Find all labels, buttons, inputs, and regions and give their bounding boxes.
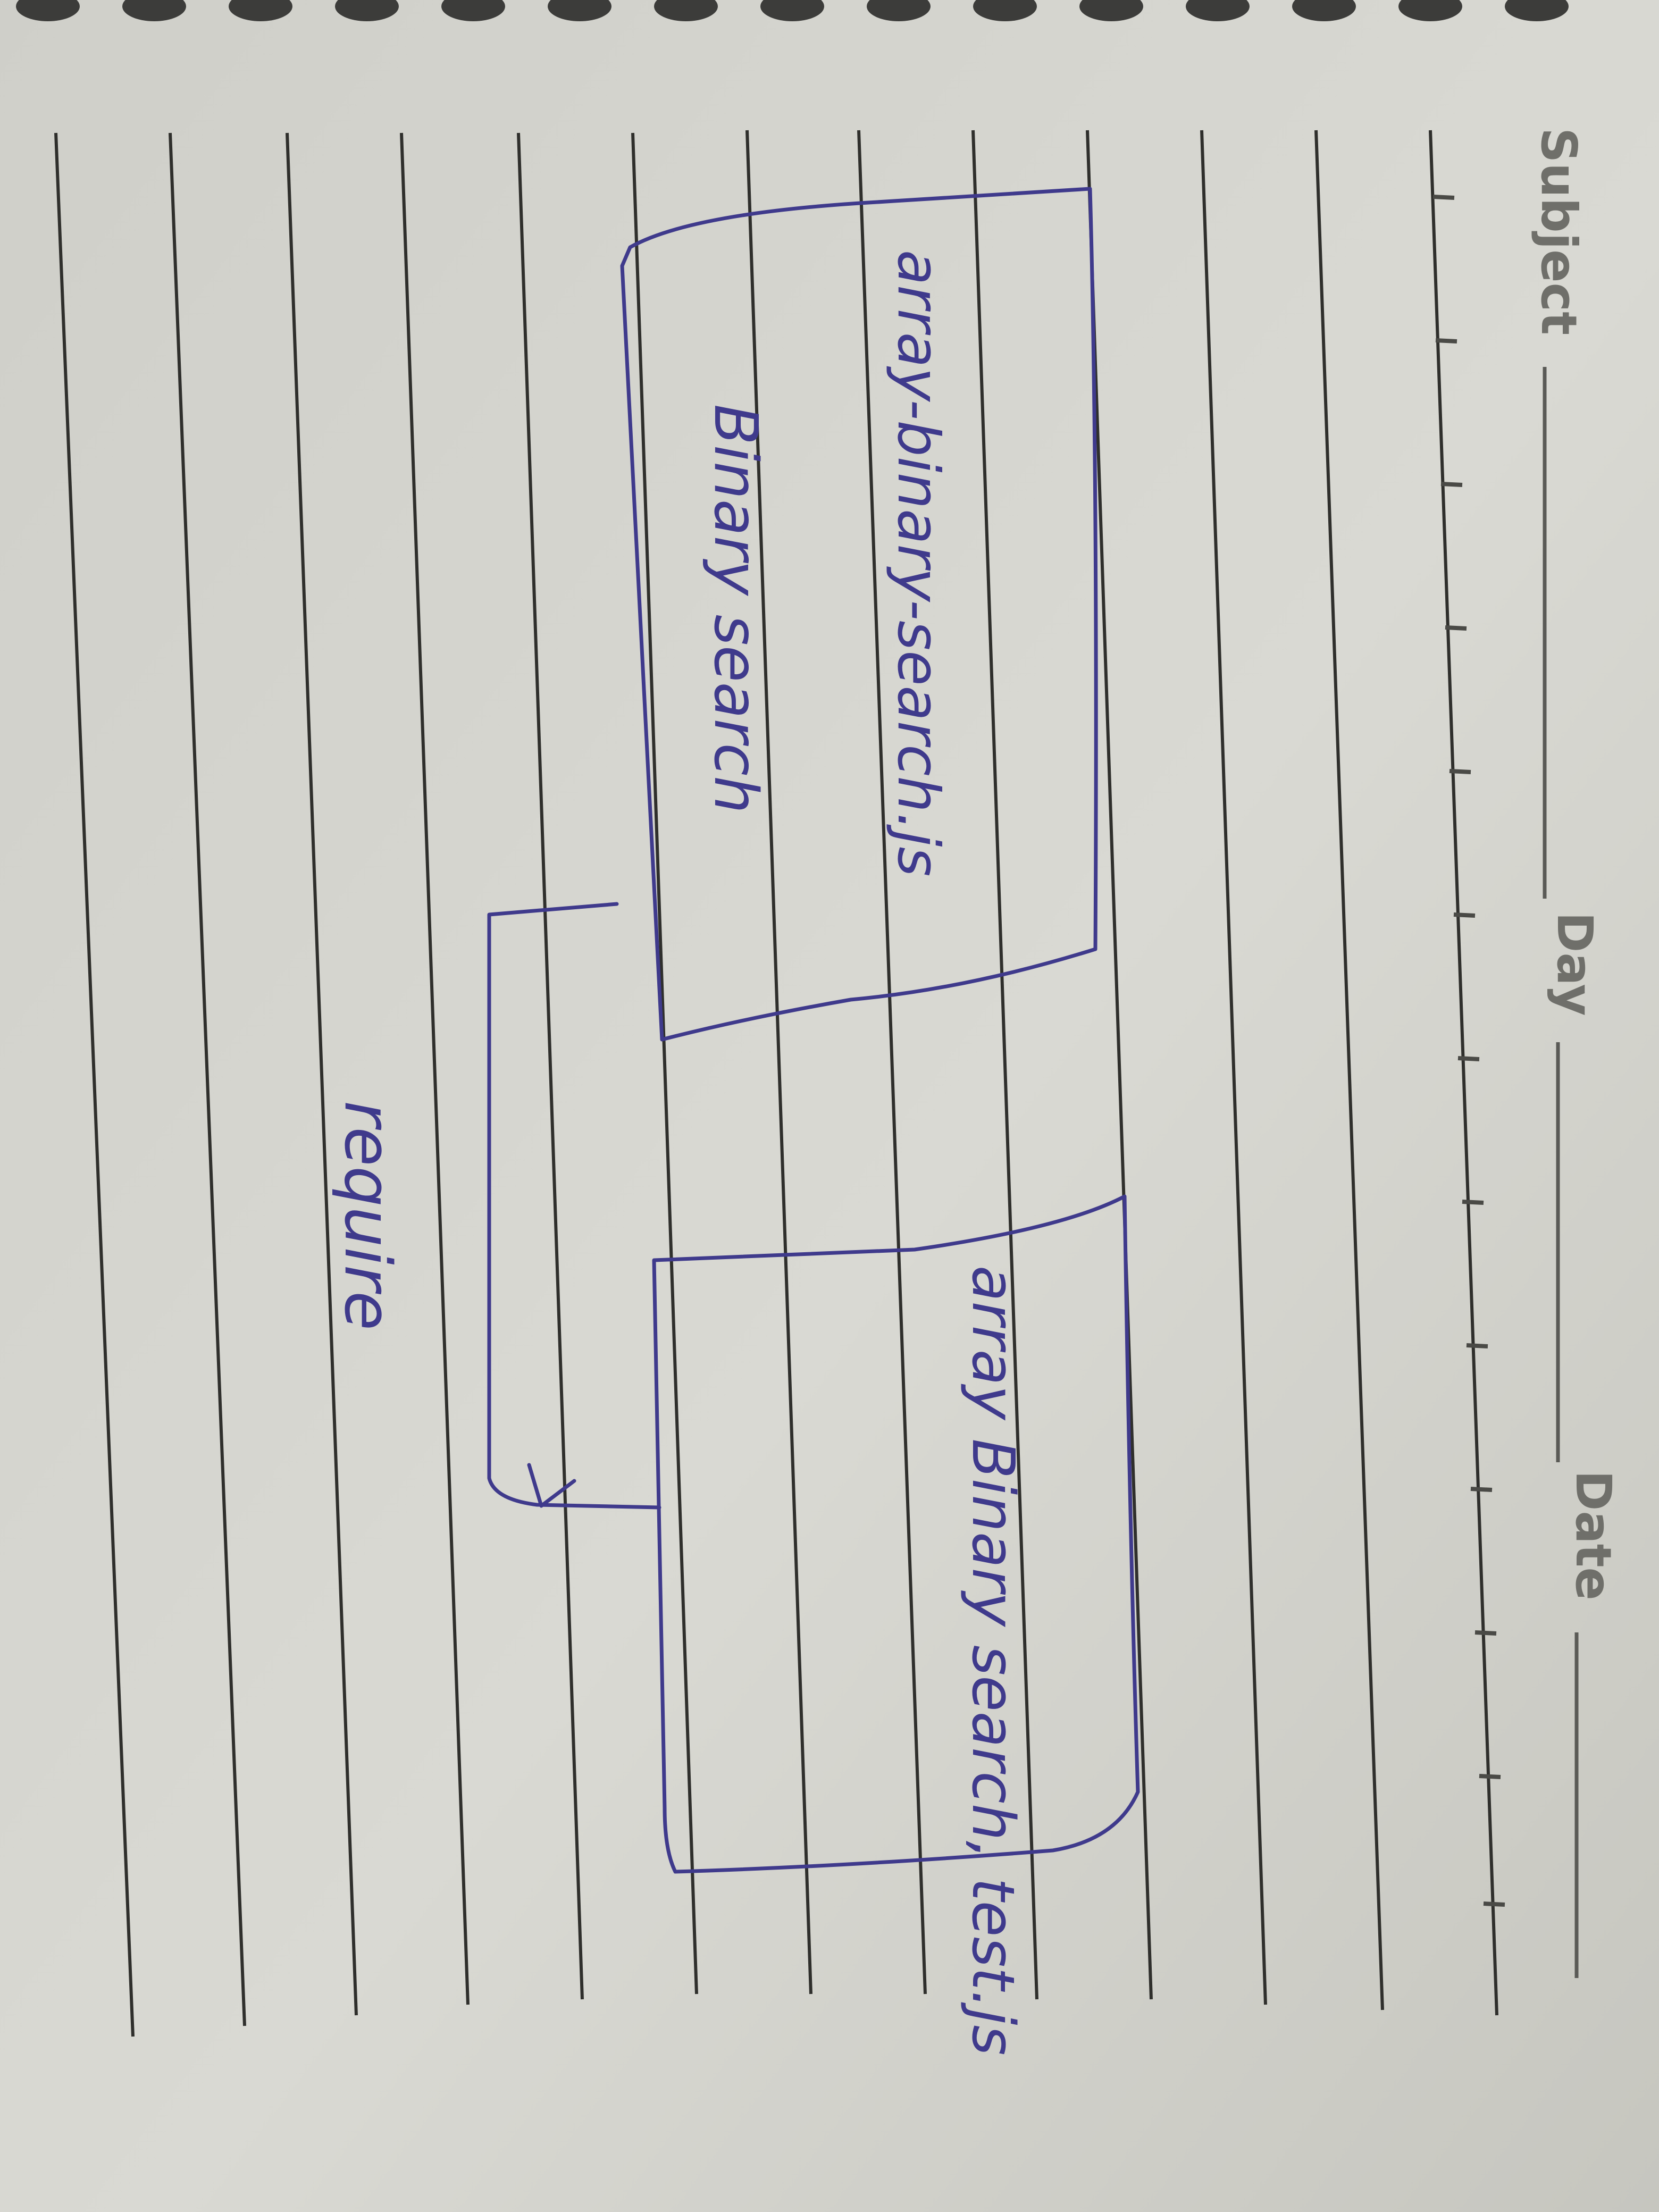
ruled-line (517, 132, 584, 2000)
ruled-line (1200, 130, 1267, 2005)
box-b-file-label: array Binary search, test.js (959, 1266, 1027, 2056)
box-a-outline (620, 187, 1098, 1042)
ruled-line (857, 130, 927, 1995)
binding-hole (335, 0, 399, 21)
ruled-lines (54, 130, 1498, 2037)
ruled-line (169, 132, 246, 2026)
binding-hole (1186, 0, 1250, 21)
ruled-line (1429, 130, 1498, 2016)
header-rule (1543, 367, 1579, 1978)
ruled-line (1086, 130, 1153, 2000)
binding-hole (229, 0, 292, 21)
binding-hole (1292, 0, 1356, 21)
ruled-line (971, 130, 1038, 2000)
diagram (487, 187, 1140, 1874)
binding-hole (760, 0, 824, 21)
ruled-line (631, 132, 698, 1995)
ruled-line (745, 130, 812, 1995)
binding-hole (1505, 0, 1569, 21)
require-label: require (330, 1101, 404, 1330)
ruled-line (54, 132, 135, 2037)
binding-hole (654, 0, 718, 21)
binding-hole (1398, 0, 1462, 21)
header-ticks (1432, 195, 1505, 1907)
binding-hole (16, 0, 80, 21)
binding-hole (1079, 0, 1143, 21)
ruled-line (286, 132, 358, 2016)
box-a-file-label: array-binary-search.js (885, 250, 951, 877)
binding-hole (441, 0, 505, 21)
binding-hole (548, 0, 611, 21)
binding-hole (867, 0, 931, 21)
subject-label: Subject (1530, 128, 1587, 335)
box-b-outline (652, 1194, 1140, 1874)
date-label: Date (1565, 1470, 1622, 1601)
require-arrowhead (527, 1463, 576, 1508)
binding-hole (122, 0, 186, 21)
require-connector-line (487, 902, 661, 1510)
day-label: Day (1546, 912, 1603, 1016)
box-a-title-label: Binary search (701, 404, 770, 814)
ruled-line (400, 132, 470, 2005)
binding-hole (973, 0, 1037, 21)
spiral-binding (16, 0, 1569, 21)
ruled-line (1314, 130, 1384, 2010)
